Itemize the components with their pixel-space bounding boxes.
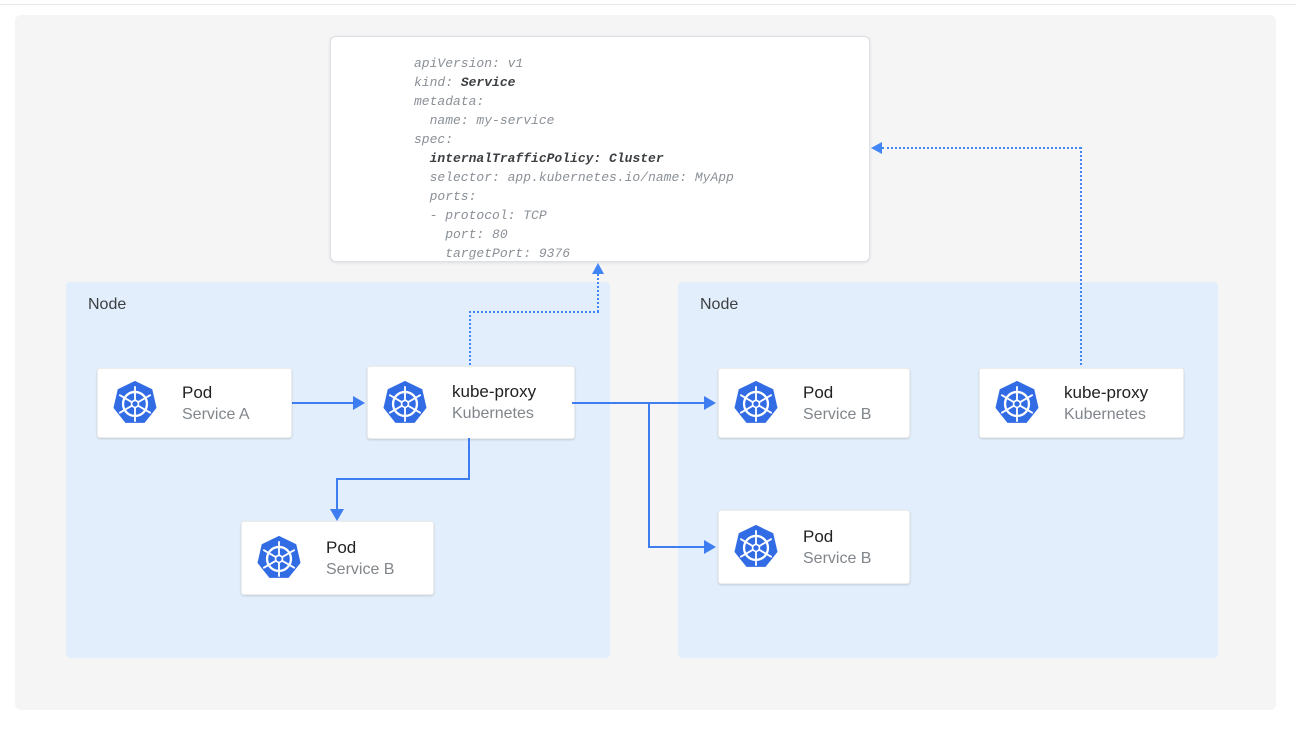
pod-card-service-a: Pod Service A (97, 368, 292, 438)
dotted-left-vertical-lower (469, 311, 471, 365)
pod-card-service-b-left: Pod Service B (241, 521, 434, 595)
connector-to-podb-left (336, 478, 338, 511)
card-subtitle: Service B (803, 405, 872, 423)
pod-card-service-b-bottom: Pod Service B (718, 510, 910, 584)
connector-kubeproxy-down (468, 438, 470, 480)
kubernetes-icon (112, 380, 158, 425)
kubernetes-icon (994, 380, 1040, 425)
card-title: Pod (182, 382, 213, 402)
node-label: Node (88, 296, 127, 313)
code-line: - protocol: TCP (414, 208, 547, 223)
code-line: metadata: (414, 94, 485, 109)
yaml-code-block: apiVersion: v1 kind: Service metadata: n… (330, 36, 870, 262)
card-subtitle: Service B (326, 560, 395, 578)
arrowhead-up-icon (592, 263, 604, 274)
connector-kubeproxy-down-horizontal (336, 478, 470, 480)
arrowhead-left-icon (871, 142, 882, 154)
node-box-left: Node Pod Service A kube-proxy Kubernetes… (66, 282, 610, 658)
connector-branch-horizontal (648, 546, 704, 548)
kubernetes-icon (733, 380, 779, 425)
kube-proxy-card-right: kube-proxy Kubernetes (979, 368, 1184, 438)
card-subtitle: Kubernetes (452, 405, 534, 422)
pod-card-service-b-top: Pod Service B (718, 368, 910, 438)
kube-proxy-card-left: kube-proxy Kubernetes (367, 366, 575, 439)
code-line: targetPort: 9376 (414, 246, 571, 261)
connector-branch-vertical (648, 402, 650, 548)
connector-kubeproxy-to-right-node (572, 402, 706, 404)
dotted-left-vertical-upper (597, 274, 599, 312)
kubernetes-icon (382, 379, 428, 424)
card-title: Pod (803, 382, 834, 402)
code-line: selector: app.kubernetes.io/name: MyApp (414, 170, 734, 185)
card-title: kube-proxy (452, 382, 537, 401)
code-line: name: my-service (414, 113, 555, 128)
code-line: port: 80 (414, 227, 508, 242)
node-box-right: Node Pod Service B Pod Service B kube-pr… (678, 282, 1218, 658)
card-subtitle: Kubernetes (1064, 405, 1146, 423)
code-line: apiVersion: v1 (414, 56, 524, 71)
connector-poda-to-kubeproxy (292, 402, 354, 404)
node-label: Node (700, 296, 739, 313)
dotted-right-vertical (1080, 147, 1082, 365)
card-subtitle: Service B (803, 549, 872, 567)
arrowhead-right-icon (704, 540, 716, 554)
code-line: internalTrafficPolicy: Cluster (429, 151, 664, 166)
code-line: kind: Service (414, 75, 516, 90)
arrowhead-down-icon (330, 509, 344, 521)
page-divider (0, 4, 1296, 5)
card-title: kube-proxy (1064, 382, 1149, 402)
arrowhead-right-icon (353, 396, 365, 410)
arrowhead-right-icon (704, 396, 716, 410)
card-title: Pod (803, 526, 834, 546)
card-title: Pod (326, 537, 357, 557)
card-subtitle: Service A (182, 405, 250, 423)
dotted-left-horizontal (469, 311, 599, 313)
code-line: ports: (414, 189, 477, 204)
code-line: spec: (414, 132, 454, 147)
kubernetes-icon (733, 524, 779, 569)
dotted-right-horizontal (882, 147, 1081, 149)
kubernetes-icon (256, 535, 302, 580)
